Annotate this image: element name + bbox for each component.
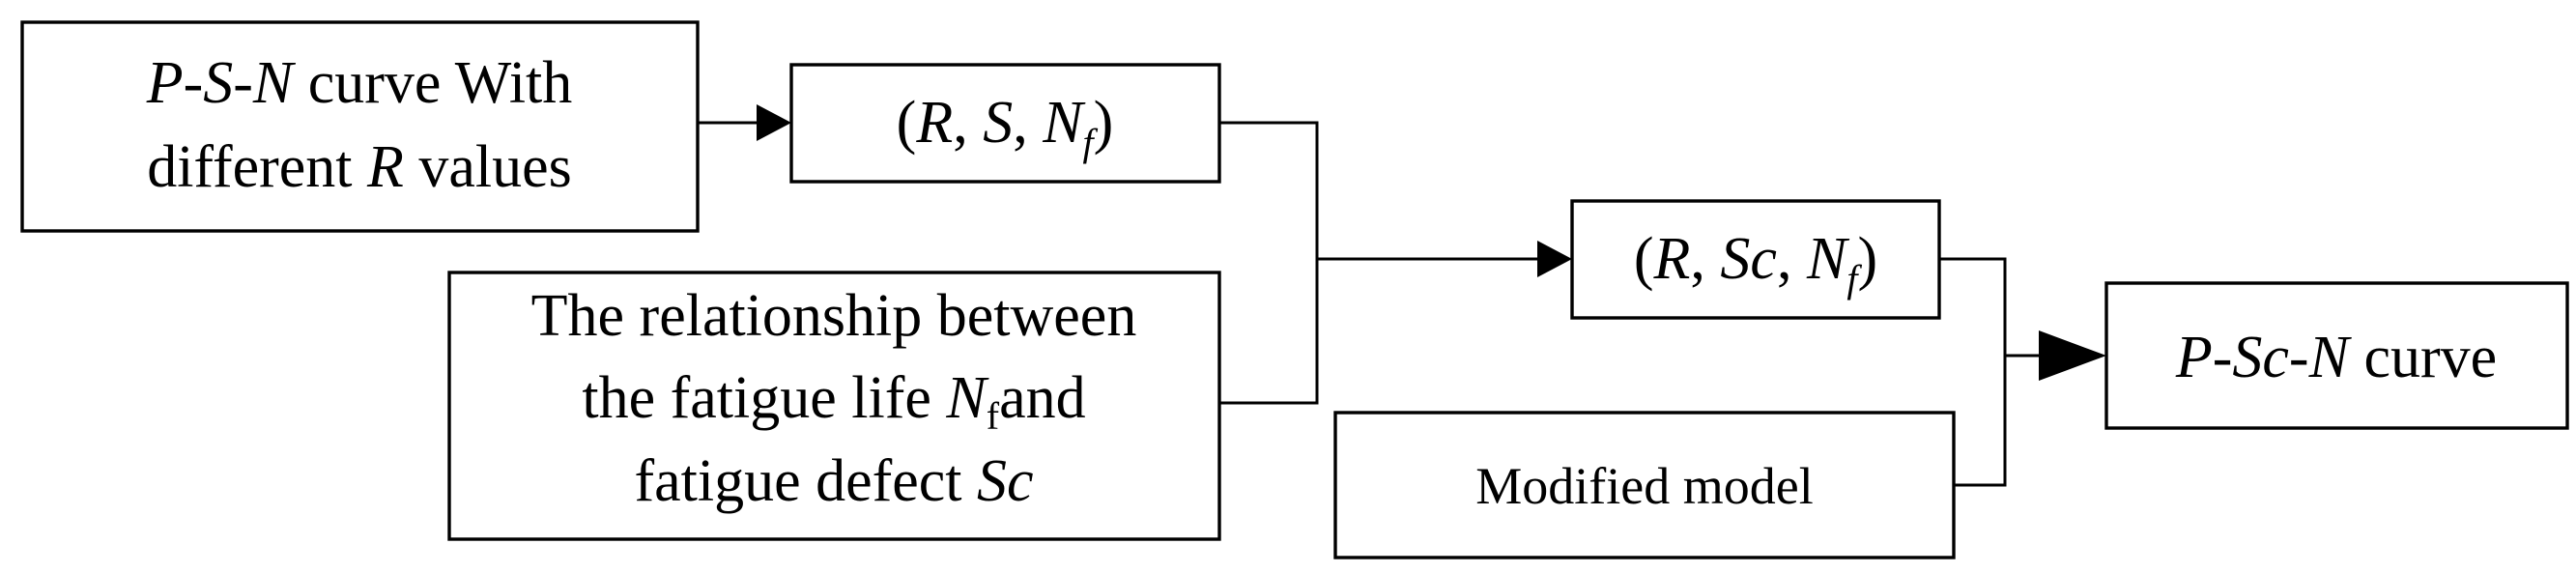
node-pscn-curve: P-Sc-N curve <box>2104 281 2569 430</box>
node-r-sc-nf-box <box>1570 199 1941 320</box>
node-r-sc-nf-label: (R, Sc, Nf) <box>1634 226 1877 301</box>
node-psn-curve: P-S-N curve With different R values <box>20 20 700 233</box>
node-relationship-line3: fatigue defect Sc <box>634 448 1033 514</box>
arrowhead-pscn <box>2039 330 2106 381</box>
node-modified-model-label: Modified model <box>1475 457 1813 515</box>
node-relationship-line2: the fatigue life Nfand <box>582 365 1085 438</box>
node-modified-model-box <box>1333 411 1956 559</box>
node-r-s-nf-label: (R, S, Nf) <box>897 90 1114 164</box>
node-psn-curve-line1: P-S-N curve With <box>146 50 573 116</box>
connectors <box>698 104 2106 487</box>
node-r-s-nf-box <box>789 63 1221 184</box>
edge-rsnf-to-junction <box>1219 121 1319 259</box>
edge-rscnf-to-junction2 <box>1939 257 2007 356</box>
node-r-sc-nf: (R, Sc, Nf) <box>1570 199 1941 320</box>
node-psn-curve-box <box>20 20 700 233</box>
edge-modified-to-junction2 <box>1954 356 2007 487</box>
node-relationship: The relationship between the fatigue lif… <box>447 271 1221 541</box>
node-pscn-curve-box <box>2104 281 2569 430</box>
node-psn-curve-line2: different R values <box>147 134 572 200</box>
arrowhead-rsnf <box>757 104 791 141</box>
node-relationship-line1: The relationship between <box>531 283 1137 349</box>
edge-relationship-to-junction <box>1219 259 1319 405</box>
node-modified-model: Modified model <box>1333 411 1956 559</box>
node-r-s-nf: (R, S, Nf) <box>789 63 1221 184</box>
node-relationship-box <box>447 271 1221 541</box>
arrowhead-rscnf <box>1537 241 1572 277</box>
node-pscn-curve-label: P-Sc-N curve <box>2175 325 2497 390</box>
